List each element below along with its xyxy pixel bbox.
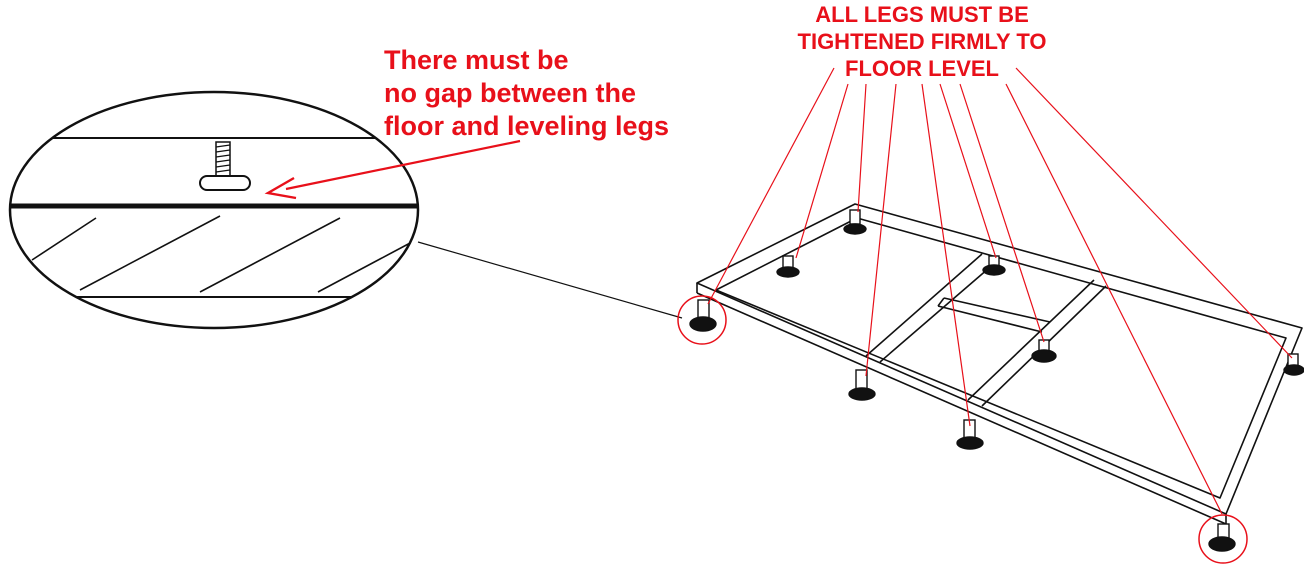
leg-rear-center (982, 255, 1006, 276)
leg-back-right (1283, 353, 1304, 376)
gap-arrow (264, 139, 521, 200)
leveling-legs (689, 209, 1304, 552)
legs-note-line-2: TIGHTENED FIRMLY TO (797, 29, 1047, 54)
legs-instruction-note: ALL LEGS MUST BE TIGHTENED FIRMLY TO FLO… (772, 1, 1072, 82)
leg-center-right (1031, 339, 1057, 363)
leg-back-middle (776, 255, 800, 278)
cross-beam-2 (967, 279, 1095, 401)
leg-front-left (689, 299, 717, 332)
zoom-circle-outline (8, 90, 420, 330)
floor-hatching (31, 215, 413, 293)
leg-front-right (1208, 523, 1236, 552)
leveling-screw-icon (199, 141, 251, 191)
highlight-circle-front-left (677, 295, 727, 345)
leg-front-middle-2 (956, 419, 984, 450)
legs-callout-lines (707, 67, 1293, 515)
gap-note-line-1: There must be (384, 45, 569, 75)
gap-note-line-3: floor and leveling legs (384, 111, 670, 141)
zoom-leader-line (417, 241, 683, 319)
zoom-detail-circle (8, 90, 420, 330)
shower-tray-frame (696, 203, 1303, 525)
cross-beam-1 (865, 253, 983, 357)
highlight-circle-front-right (1198, 514, 1248, 564)
frame-outer-edge (696, 203, 1303, 515)
frame-inner-edge (715, 217, 1287, 499)
gap-note-line-2: no gap between the (384, 78, 637, 108)
legs-note-line-1: ALL LEGS MUST BE (815, 2, 1029, 27)
legs-note-line-3: FLOOR LEVEL (845, 56, 999, 81)
leg-front-middle-1 (848, 369, 876, 401)
cross-strut (943, 297, 1051, 323)
leg-back-left (843, 209, 867, 235)
gap-instruction-note: There must be no gap between the floor a… (384, 44, 669, 143)
